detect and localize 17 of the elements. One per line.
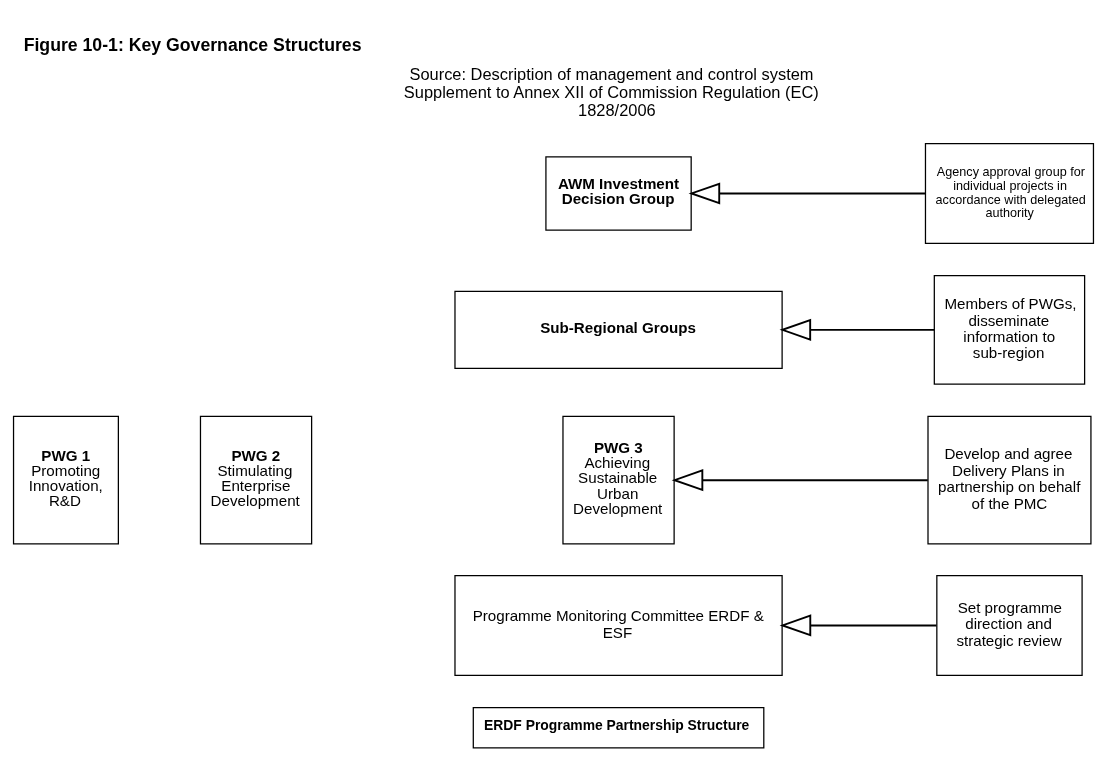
- node-box: Programme Monitoring Committee ERDF & ESF: [454, 574, 783, 676]
- arrow: [688, 181, 927, 205]
- caption: Source: Description of management and control system Supplement to Annex XII of Commission Regulation (EC) 1828/2006: [403, 64, 819, 119]
- node-box: ERDF Programme Partnership Structure: [472, 706, 765, 749]
- node-box: Set programme direction and strategic review: [936, 574, 1083, 676]
- node-box: Develop and agree Delivery Plans in partnership on behalf of the PMC: [927, 415, 1092, 545]
- node-box: AWM Investment Decision Group: [545, 155, 692, 231]
- arrow: [779, 613, 938, 636]
- node-box: Sub-Regional Groups: [454, 290, 783, 369]
- diagram-title: Figure 10-1: Key Governance Structures: [23, 34, 362, 55]
- arrow: [671, 468, 929, 491]
- node-box: Agency approval group for individual projects in accordance with delegated authority: [924, 142, 1095, 244]
- node-box: Members of PWGs, disseminate information to sub-region: [933, 274, 1086, 385]
- arrow: [779, 318, 936, 341]
- node-box: PWG 2 Stimulating Enterprise Development: [199, 415, 313, 545]
- node-box: PWG 3 Achieving Sustainable Urban Development: [562, 415, 675, 545]
- node-box: PWG 1 Promoting Innovation, R&D: [12, 415, 119, 545]
